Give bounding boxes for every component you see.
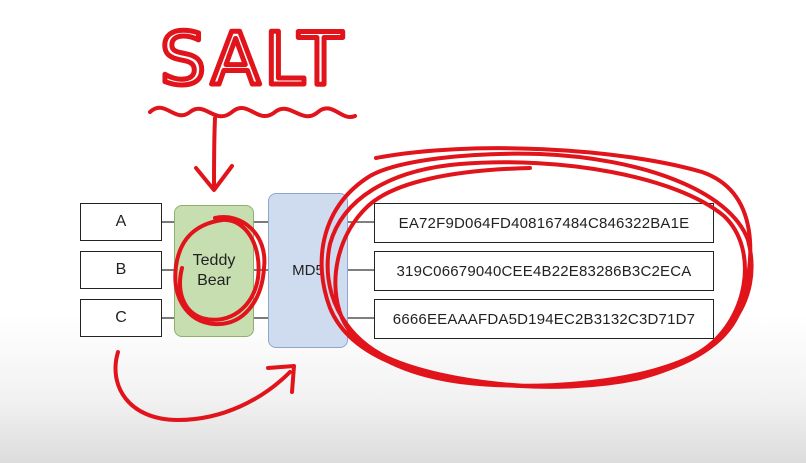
input-box-b: B [80,251,162,289]
hash-value-1: EA72F9D064FD408167484C846322BA1E [398,214,690,232]
hash-box-3: 6666EEAAAFDA5D194EC2B3132C3D71D7 [374,299,714,339]
input-box-a: A [80,203,162,241]
hash-box-2: 319C06679040CEE4B22E83286B3C2ECA [374,251,714,291]
hash-value-3: 6666EEAAAFDA5D194EC2B3132C3D71D7 [392,310,696,328]
input-label-c: C [115,309,127,326]
salt-box: Teddy Bear [174,205,254,337]
input-box-c: C [80,299,162,337]
salt-label-line2: Bear [197,272,231,289]
hash-value-2: 319C06679040CEE4B22E83286B3C2ECA [396,262,692,280]
input-label-a: A [115,213,127,230]
salt-label-line1: Teddy [192,252,236,269]
md5-label: MD5 [292,262,324,279]
input-label-b: B [115,261,127,278]
hash-box-1: EA72F9D064FD408167484C846322BA1E [374,203,714,243]
md5-box: MD5 [268,193,348,348]
